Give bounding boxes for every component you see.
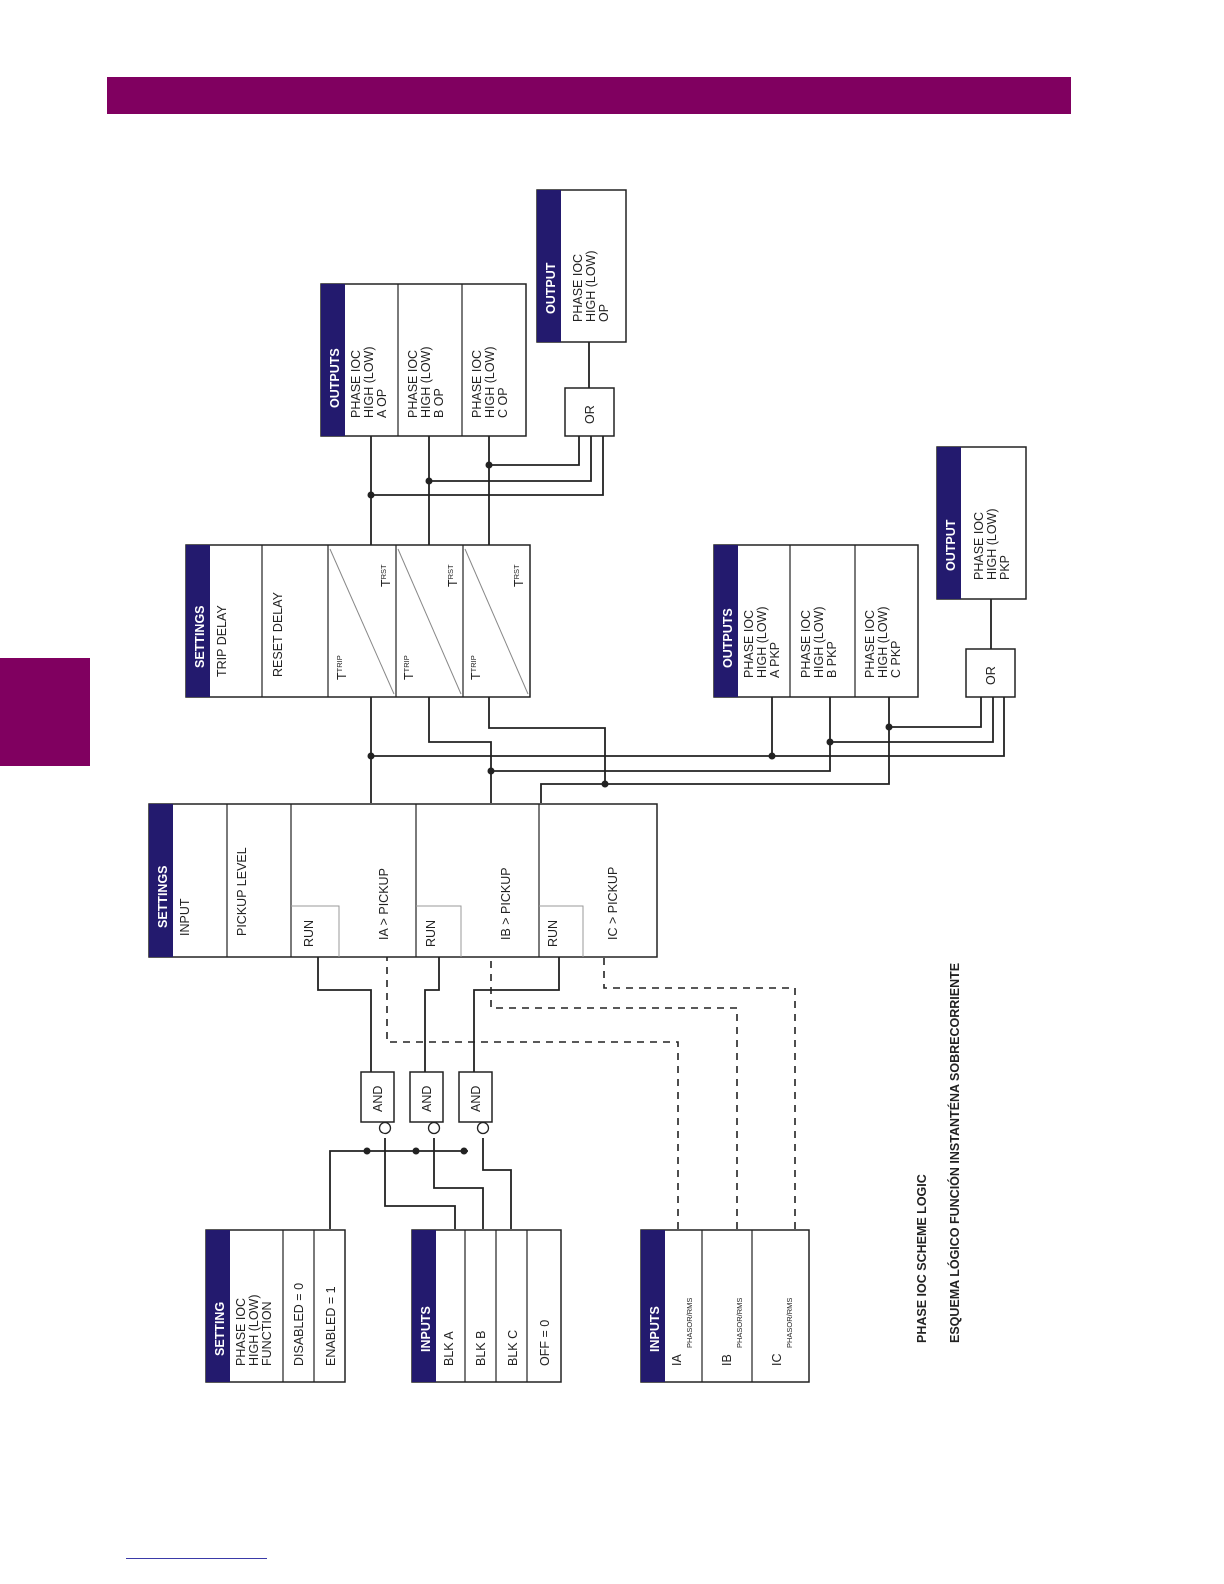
output-a-op: PHASE IOCHIGH (LOW)A OP (349, 346, 389, 418)
timer-a-t-rst: TRST (379, 564, 393, 587)
setting-function-box: SETTING PHASE IOC HIGH (LOW) FUNCTION DI… (205, 1229, 346, 1383)
svg-text:AND: AND (420, 1086, 434, 1112)
input-ib: IB (720, 1354, 734, 1366)
outputs-pkp-box: OUTPUTS PHASE IOCHIGH (LOW)A PKP PHASE I… (713, 544, 919, 698)
output-pkp-text: PHASE IOCHIGH (LOW)PKP (972, 508, 1012, 580)
wire-ic-current (603, 957, 796, 1229)
output-op-box: OUTPUT PHASE IOCHIGH (LOW)OP (536, 189, 627, 343)
wire-blk-c (482, 1138, 512, 1229)
input-ia-sub: PHASOR/RMS (685, 1298, 694, 1348)
ia-pickup: IA > PICKUP (377, 868, 391, 940)
output-c-pkp: PHASE IOCHIGH (LOW)C PKP (863, 606, 903, 678)
setting-reset-delay: RESET DELAY (271, 591, 285, 677)
ic-pickup: IC > PICKUP (606, 867, 620, 940)
setting-trip-delay: TRIP DELAY (215, 605, 229, 677)
wire-pkp-b-or (830, 697, 994, 743)
input-blk-c: BLK C (506, 1330, 520, 1366)
wire-and-c-run (473, 957, 560, 1072)
or-gate-pkp: OR (965, 648, 1016, 698)
output-b-op: PHASE IOCHIGH (LOW)B OP (406, 346, 446, 418)
settings-delay-title: SETTINGS (193, 605, 207, 668)
wire-blk-b (433, 1138, 484, 1229)
output-op-text: PHASE IOCHIGH (LOW)OP (571, 250, 611, 322)
wire-and-b-run (424, 957, 440, 1072)
svg-text:OR: OR (984, 666, 998, 685)
caption-line-1: PHASE IOC SCHEME LOGIC (915, 1174, 929, 1343)
or-gate-op: OR (564, 387, 615, 437)
wire-pkp-c-or (889, 697, 982, 728)
run-c: RUN (546, 920, 560, 947)
and-gate-b: AND (409, 1071, 444, 1135)
output-c-op: PHASE IOCHIGH (LOW)C OP (470, 346, 510, 418)
header-bar (107, 77, 1071, 114)
settings-pickup-title: SETTINGS (156, 865, 170, 928)
wire-op-a-or (371, 436, 604, 496)
svg-text:AND: AND (469, 1086, 483, 1112)
timer-b-t-trip: TTRIP (402, 655, 416, 680)
output-a-pkp: PHASE IOCHIGH (LOW)A PKP (742, 606, 782, 678)
setting-function-title: SETTING (213, 1302, 227, 1356)
wire-and-a-run (317, 957, 372, 1072)
and-gate-a: AND (360, 1071, 395, 1135)
timer-a-t-trip: TTRIP (335, 655, 349, 680)
and-gate-c: AND (458, 1071, 493, 1135)
svg-text:AND: AND (371, 1086, 385, 1112)
settings-pickup-box: SETTINGS INPUT PICKUP LEVEL RUN IA > PIC… (148, 803, 658, 958)
inputs-blk-box: INPUTS BLK A BLK B BLK C OFF = 0 (411, 1229, 562, 1383)
wire-ib-timer (428, 697, 492, 771)
outputs-op-title: OUTPUTS (328, 348, 342, 408)
output-pkp-box: OUTPUT PHASE IOCHIGH (LOW)PKP (936, 446, 1027, 600)
wire-bus-a-pkp (371, 697, 773, 757)
settings-delay-box: SETTINGS TRIP DELAY RESET DELAY TTRIP TR… (185, 544, 531, 698)
inputs-blk-title: INPUTS (419, 1306, 433, 1352)
setting-function-name: PHASE IOC HIGH (LOW) FUNCTION (234, 1291, 274, 1366)
wire-pkp-a-or (772, 697, 1005, 757)
run-b: RUN (424, 920, 438, 947)
svg-text:OR: OR (583, 405, 597, 424)
setting-enabled: ENABLED = 1 (324, 1286, 338, 1366)
footer-rule (126, 1558, 267, 1559)
outputs-op-box: OUTPUTS PHASE IOCHIGH (LOW)A OP PHASE IO… (320, 283, 527, 437)
ib-pickup: IB > PICKUP (499, 867, 513, 940)
inputs-phasor-box: INPUTS IA PHASOR/RMS IB PHASOR/RMS IC PH… (640, 1229, 810, 1383)
input-ia: IA (670, 1354, 684, 1366)
input-blk-a: BLK A (442, 1331, 456, 1366)
wire-ib-current (490, 957, 738, 1229)
caption-line-2: ESQUEMA LÓGICO FUNCIÓN INSTANTÉNA SOBREC… (947, 963, 962, 1343)
timer-c-t-rst: TRST (512, 564, 526, 587)
output-op-title: OUTPUT (544, 262, 558, 314)
chapter-tab (0, 658, 90, 766)
wire-bus-b-pkp (491, 697, 831, 772)
current-wires (386, 957, 796, 1229)
setting-pickup-level: PICKUP LEVEL (235, 847, 249, 936)
wire-op-c-or (489, 436, 580, 466)
wire-ia-current (386, 957, 679, 1229)
input-off: OFF = 0 (538, 1320, 552, 1366)
timer-c-t-trip: TTRIP (469, 655, 483, 680)
input-blk-b: BLK B (474, 1331, 488, 1366)
wire-op-b-or (429, 436, 592, 482)
setting-disabled: DISABLED = 0 (292, 1283, 306, 1366)
wires (317, 342, 1005, 1229)
wire-blk-a (384, 1138, 456, 1229)
wire-function-enable (329, 1150, 468, 1229)
wire-ic-pickup (488, 697, 606, 803)
input-ib-sub: PHASOR/RMS (735, 1298, 744, 1348)
junctions (363, 461, 893, 1155)
inputs-phasor-title: INPUTS (648, 1306, 662, 1352)
setting-input: INPUT (178, 898, 192, 936)
input-ic-sub: PHASOR/RMS (785, 1298, 794, 1348)
timer-b-t-rst: TRST (446, 564, 460, 587)
output-b-pkp: PHASE IOCHIGH (LOW)B PKP (799, 606, 839, 678)
outputs-pkp-title: OUTPUTS (721, 608, 735, 668)
run-a: RUN (302, 920, 316, 947)
output-pkp-title: OUTPUT (944, 519, 958, 571)
input-ic: IC (770, 1354, 784, 1367)
